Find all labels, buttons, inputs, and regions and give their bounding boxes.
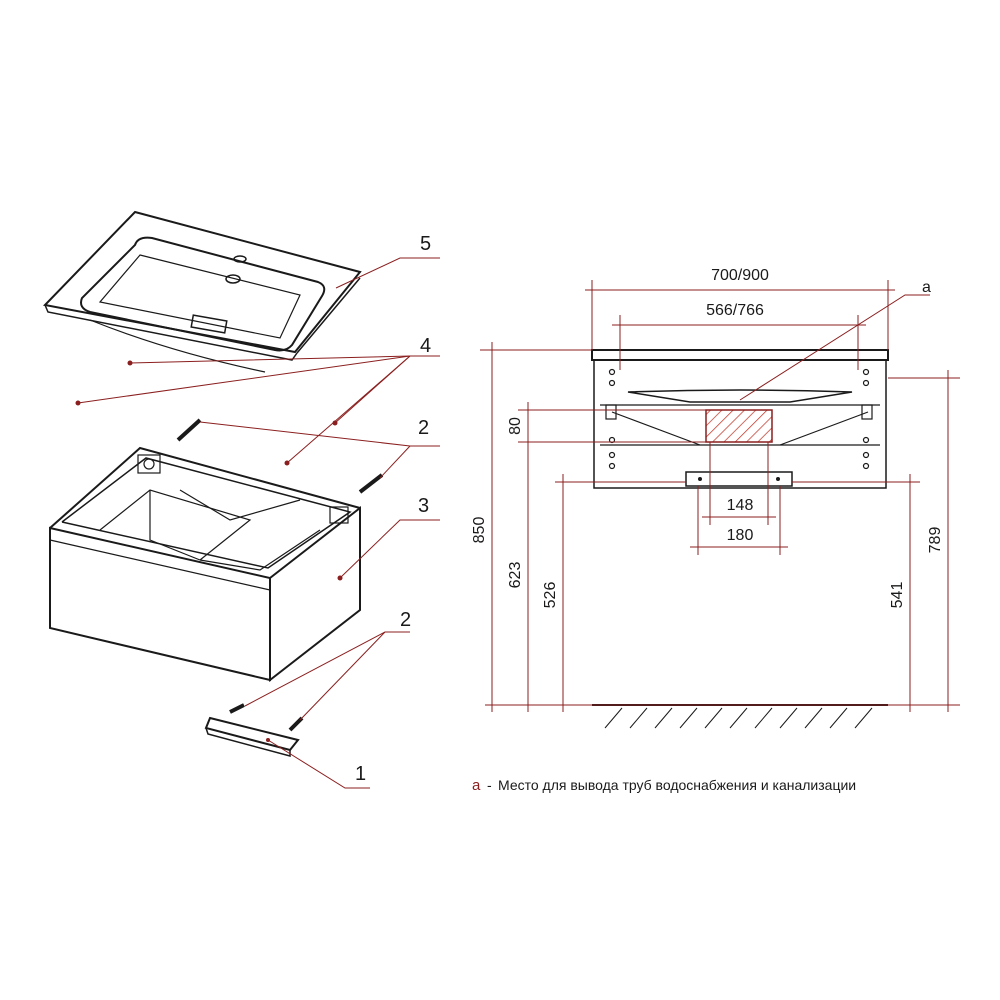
cabinet-body: [49, 446, 361, 683]
dim-inner-width: 566/766: [706, 302, 764, 319]
legend-dash: -: [487, 777, 492, 793]
callout-2-top: 2: [418, 417, 429, 439]
dim-541: 541: [889, 582, 906, 609]
dim-526: 526: [542, 582, 559, 609]
dim-180: 180: [727, 527, 754, 544]
cabinet-front-outline: [591, 349, 889, 489]
dim-80: 80: [507, 417, 524, 435]
dim-148: 148: [727, 497, 754, 514]
front-view: 700/900 566/766 a 80 148 180 850 623 526…: [471, 267, 960, 729]
exploded-view: 5 4 2 3 2 1: [42, 210, 440, 789]
dim-overall-width: 700/900: [711, 267, 769, 284]
leader-lines: [77, 257, 440, 789]
callout-3: 3: [418, 495, 429, 517]
callout-4: 4: [420, 335, 431, 357]
callout-2-bottom: 2: [400, 609, 411, 631]
dim-623: 623: [507, 562, 524, 589]
dimension-lines: [480, 280, 960, 712]
legend-text: Место для вывода труб водоснабжения и ка…: [498, 777, 856, 793]
dim-789: 789: [927, 527, 944, 554]
dim-850: 850: [471, 517, 488, 544]
callout-1: 1: [355, 763, 366, 785]
floor: [592, 704, 888, 729]
callout-5: 5: [420, 233, 431, 255]
sink-basin: [42, 210, 362, 373]
pipe-marker-label: a: [922, 279, 931, 296]
legend: a - Место для вывода труб водоснабжения …: [472, 777, 856, 794]
legend-key: a: [472, 777, 481, 794]
pipe-outlet-area: [705, 409, 773, 443]
